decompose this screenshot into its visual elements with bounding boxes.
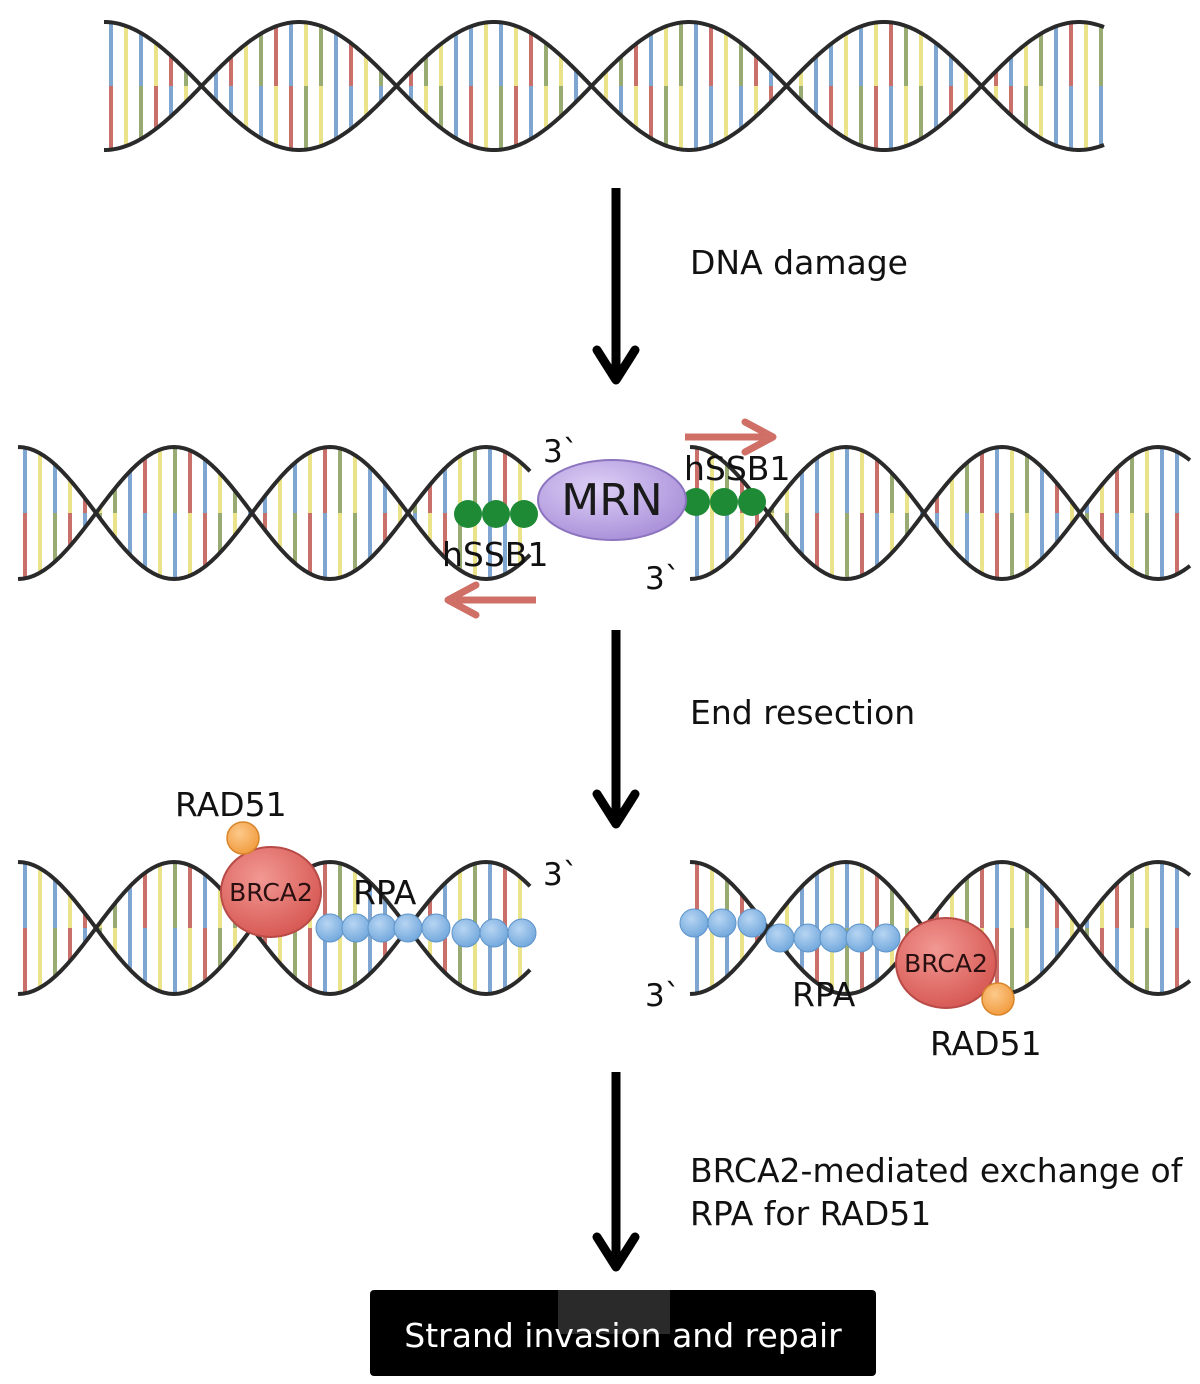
hssb1-label-left: hSSB1 (442, 535, 548, 574)
rpa-bead (393, 913, 423, 943)
backbone-strand (17, 859, 532, 997)
intact-dna-helix (104, 20, 1105, 152)
step-label-end-resection: End resection (690, 693, 915, 732)
rad51-right (981, 982, 1015, 1016)
brca2-label-left: BRCA2 (229, 878, 313, 907)
rpa-label-left: RPA (353, 873, 417, 912)
rpa-label-right: RPA (792, 975, 856, 1014)
backbone-strand (104, 20, 1105, 152)
brca2-label-right: BRCA2 (904, 949, 988, 978)
rpa-bead (421, 913, 451, 943)
rpa-bead (451, 918, 481, 948)
rpa-bead (845, 923, 875, 953)
rpa-bead (367, 913, 397, 943)
rad51-label-right: RAD51 (930, 1024, 1042, 1063)
rpa-filament-right (679, 908, 901, 953)
rpa-bead (737, 908, 767, 938)
rpa-bead (315, 913, 345, 943)
backbone-strand (17, 444, 532, 582)
three-prime-end-left: 3` (543, 857, 578, 893)
final-outcome-box: Strand invasion and repair (370, 1290, 876, 1376)
rpa-bead (765, 923, 795, 953)
broken-dna-left-helix (17, 444, 532, 582)
backbone-strand (689, 444, 1192, 582)
backbone-strand (17, 444, 532, 582)
rpa-bead (871, 923, 901, 953)
rad51-left (226, 821, 260, 855)
rpa-bead (707, 908, 737, 938)
brca2-left: BRCA2 (220, 846, 322, 938)
resection-arrow-right (685, 418, 777, 456)
step-label-exchange-line2: RPA for RAD51 (690, 1194, 931, 1233)
three-prime-end-bottom: 3` (645, 561, 680, 597)
brca2-right: BRCA2 (895, 917, 997, 1009)
rpa-bead (479, 918, 509, 948)
rpa-bead (793, 923, 823, 953)
rad51-label-left: RAD51 (175, 785, 287, 824)
step-label-dna-damage: DNA damage (690, 243, 908, 282)
arrow-down-1 (592, 188, 640, 385)
rpa-bead (341, 913, 371, 943)
rpa-bead (507, 918, 537, 948)
three-prime-end-right: 3` (645, 978, 680, 1014)
mrn-label: MRN (561, 475, 662, 526)
rpa-bead (819, 923, 849, 953)
hssb1-cluster-left (454, 500, 538, 528)
hssb1-cluster-right (682, 488, 766, 516)
three-prime-end-top: 3` (543, 434, 578, 470)
arrow-down-2 (592, 630, 640, 829)
rpa-bead (679, 908, 709, 938)
resection-arrow-left (444, 581, 536, 619)
backbone-strand (689, 444, 1192, 582)
final-outcome-label: Strand invasion and repair (404, 1316, 842, 1355)
step-label-exchange-line1: BRCA2-mediated exchange of (690, 1151, 1184, 1190)
mrn-complex: MRN (537, 459, 687, 541)
broken-dna-right-helix (689, 444, 1192, 582)
rpa-filament-left (315, 913, 537, 948)
backbone-strand (104, 20, 1105, 152)
hssb1-label-right: hSSB1 (684, 449, 790, 488)
arrow-down-3 (592, 1072, 640, 1272)
